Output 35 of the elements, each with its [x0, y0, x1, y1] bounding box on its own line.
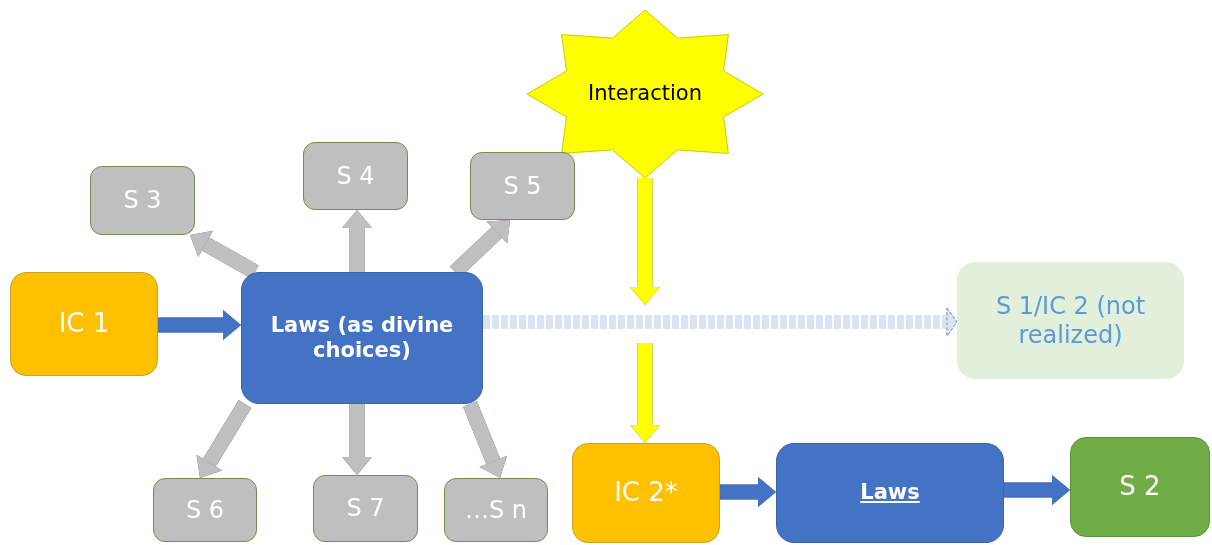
block-arrow — [630, 178, 660, 305]
laws-box — [776, 443, 1004, 543]
state-box — [313, 475, 418, 542]
node-label: …S n — [464, 495, 528, 525]
node-label: IC 1 — [58, 308, 110, 340]
node-label: S 2 — [1119, 471, 1161, 503]
laws-box — [241, 272, 483, 404]
block-arrow — [158, 310, 241, 340]
block-arrow — [630, 343, 660, 443]
block-arrow — [342, 404, 372, 475]
state-box — [470, 152, 575, 220]
initial-condition-box — [10, 272, 158, 376]
block-arrow — [720, 477, 776, 507]
dashed-arrow — [483, 307, 958, 337]
node-label: S 5 — [503, 171, 542, 201]
block-arrow — [1004, 475, 1070, 505]
node-label: S 4 — [336, 161, 375, 191]
node-label: Laws — [860, 480, 920, 506]
node-label: S 6 — [185, 495, 225, 525]
initial-condition-box — [572, 443, 720, 543]
unrealized-state-box — [957, 262, 1184, 379]
node-label: S 3 — [123, 186, 162, 215]
node-label: Laws (as divine choices) — [269, 312, 455, 364]
interaction-star — [527, 10, 763, 178]
node-label: S 7 — [346, 494, 385, 523]
state-box — [153, 478, 257, 542]
state-box — [303, 142, 408, 210]
state-box — [1070, 437, 1210, 537]
node-label: Interaction — [588, 81, 702, 107]
node-label: IC 2* — [614, 477, 678, 509]
block-arrow — [463, 401, 508, 481]
node-label: S 1/IC 2 (not realized) — [994, 291, 1147, 350]
block-arrow — [342, 210, 372, 272]
state-box — [90, 166, 195, 235]
state-box — [444, 478, 548, 542]
